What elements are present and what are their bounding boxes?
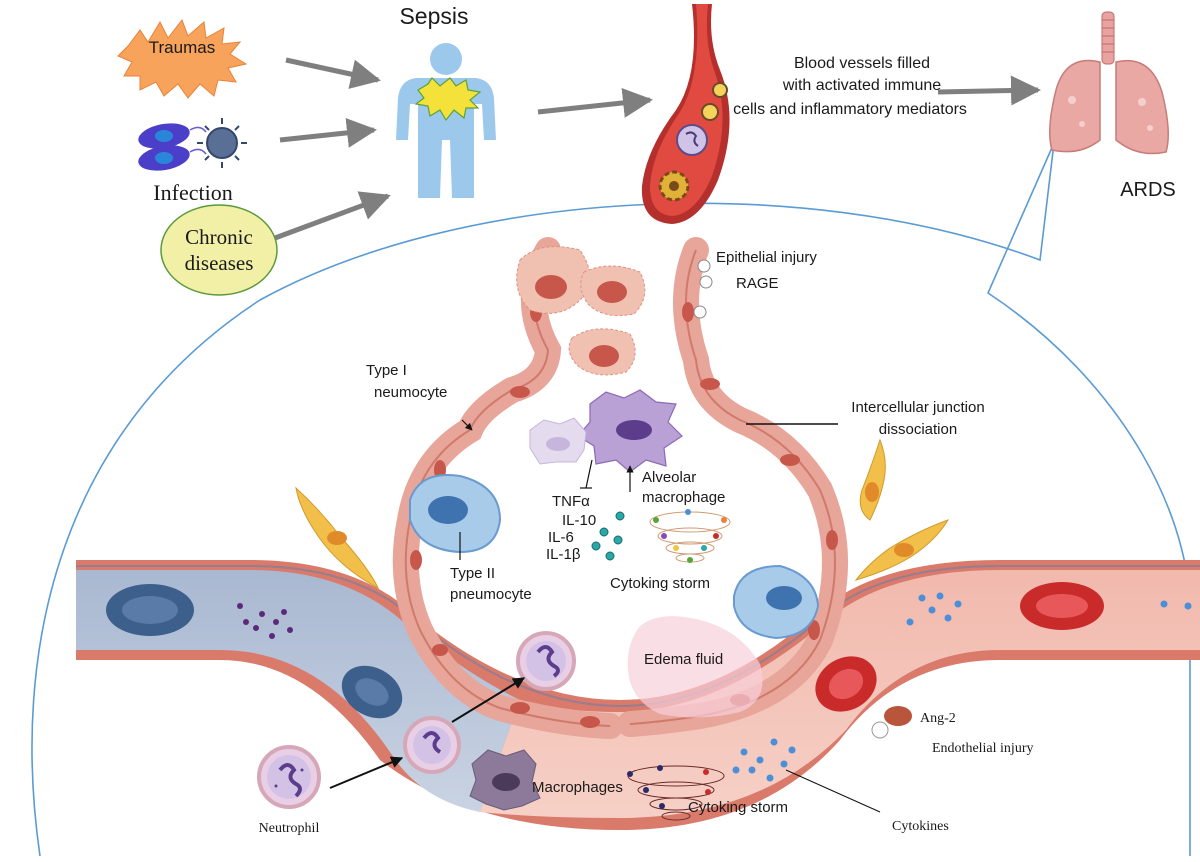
inhibit-arrow-macrophage	[585, 459, 593, 489]
epithelial-injury-label: Epithelial injury	[716, 249, 817, 266]
type1-label-line1: Type I	[366, 362, 407, 379]
alveolar-mac-line2: macrophage	[642, 489, 725, 506]
blood-vessels-line3: cells and inflammatory mediators	[733, 101, 967, 118]
chronic-label-line2: diseases	[185, 251, 254, 275]
type2-label-line1: Type II	[450, 565, 495, 582]
junction-label-line2: dissociation	[879, 421, 957, 438]
blood-vessels-line2: with activated immune	[782, 77, 941, 94]
chronic-diseases-badge: Chronic diseases	[160, 204, 278, 296]
artery-cytokine-dots	[732, 592, 1192, 782]
ang2-marker	[871, 706, 912, 739]
cytoking-storm-spiral-alveolus	[649, 509, 731, 563]
rage-label: RAGE	[736, 275, 779, 292]
rbc-artery-2	[815, 656, 877, 712]
alveolar-mac-line1: Alveolar	[642, 469, 696, 486]
junction-label-line1: Intercellular junction	[851, 399, 984, 416]
sepsis-person-icon: Sepsis	[396, 3, 496, 198]
rbc-artery-1	[1020, 582, 1104, 630]
type2-pneumocyte-icon-right	[733, 564, 820, 640]
type1-label-line2: neumocyte	[374, 384, 447, 401]
type2-pneumocyte-icon	[409, 474, 502, 554]
cytoking-storm-spiral-vessel	[627, 765, 725, 821]
virus-icon	[197, 118, 247, 168]
type1-leader	[461, 419, 473, 431]
fibroblast-right-2	[854, 519, 950, 581]
fibroblast-left	[295, 486, 380, 590]
arrow-chronic-sepsis	[274, 191, 391, 241]
edema-fluid	[627, 616, 763, 718]
rbc-vein-1	[106, 584, 194, 636]
neutrophil-icon	[257, 745, 321, 809]
alveolar-cytokine-dots	[591, 511, 625, 561]
lungs-icon	[1049, 11, 1169, 155]
vein-cytokine-dots	[237, 603, 293, 639]
traumas-badge: Traumas	[117, 18, 248, 99]
chronic-label-line1: Chronic	[185, 225, 253, 249]
neutrophil-migrating	[403, 716, 461, 774]
arrow-sepsis-vessel	[537, 87, 653, 118]
arrow-neutrophil-vessel	[329, 756, 404, 789]
storm-alveolus-label: Cytoking storm	[610, 575, 710, 592]
ang2-label: Ang-2	[920, 711, 956, 726]
edema-label: Edema fluid	[644, 651, 723, 668]
il6-label: IL-6	[548, 529, 574, 546]
macrophages-label: Macrophages	[532, 779, 623, 796]
bacteria-icon	[138, 123, 207, 171]
blood-vessels-line1: Blood vessels filled	[794, 55, 930, 72]
arrow-infection-sepsis	[279, 117, 377, 148]
rbc-vein-2	[341, 665, 403, 719]
cytokines-label: Cytokines	[892, 819, 949, 834]
neutrophil-label: Neutrophil	[259, 821, 320, 836]
infection-label: Infection	[153, 180, 232, 205]
arrow-traumas-sepsis	[285, 57, 381, 89]
ards-label: ARDS	[1120, 179, 1176, 201]
fibroblast-right-1	[859, 438, 886, 521]
traumas-label: Traumas	[149, 38, 215, 57]
arrow-vessel-ards	[937, 75, 1041, 106]
macrophage-vessel-icon	[469, 749, 541, 811]
blood-vessel-icon	[641, 4, 730, 224]
tnf-label: TNFα	[552, 493, 590, 510]
alveolar-macrophage-icon	[529, 389, 683, 473]
cytokines-leader	[785, 769, 881, 813]
endothelial-injury-label: Endothelial injury	[932, 741, 1033, 756]
neutrophil-alveolus	[516, 631, 576, 691]
arrow-neutrophil-alveolus	[451, 677, 526, 723]
zoom-outline	[31, 142, 1192, 857]
il1b-label: IL-1β	[546, 546, 581, 563]
type2-label-line2: pneumocyte	[450, 586, 532, 603]
il10-label: IL-10	[562, 512, 596, 529]
sepsis-title: Sepsis	[399, 3, 468, 29]
storm-vessel-label: Cytoking storm	[688, 799, 788, 816]
